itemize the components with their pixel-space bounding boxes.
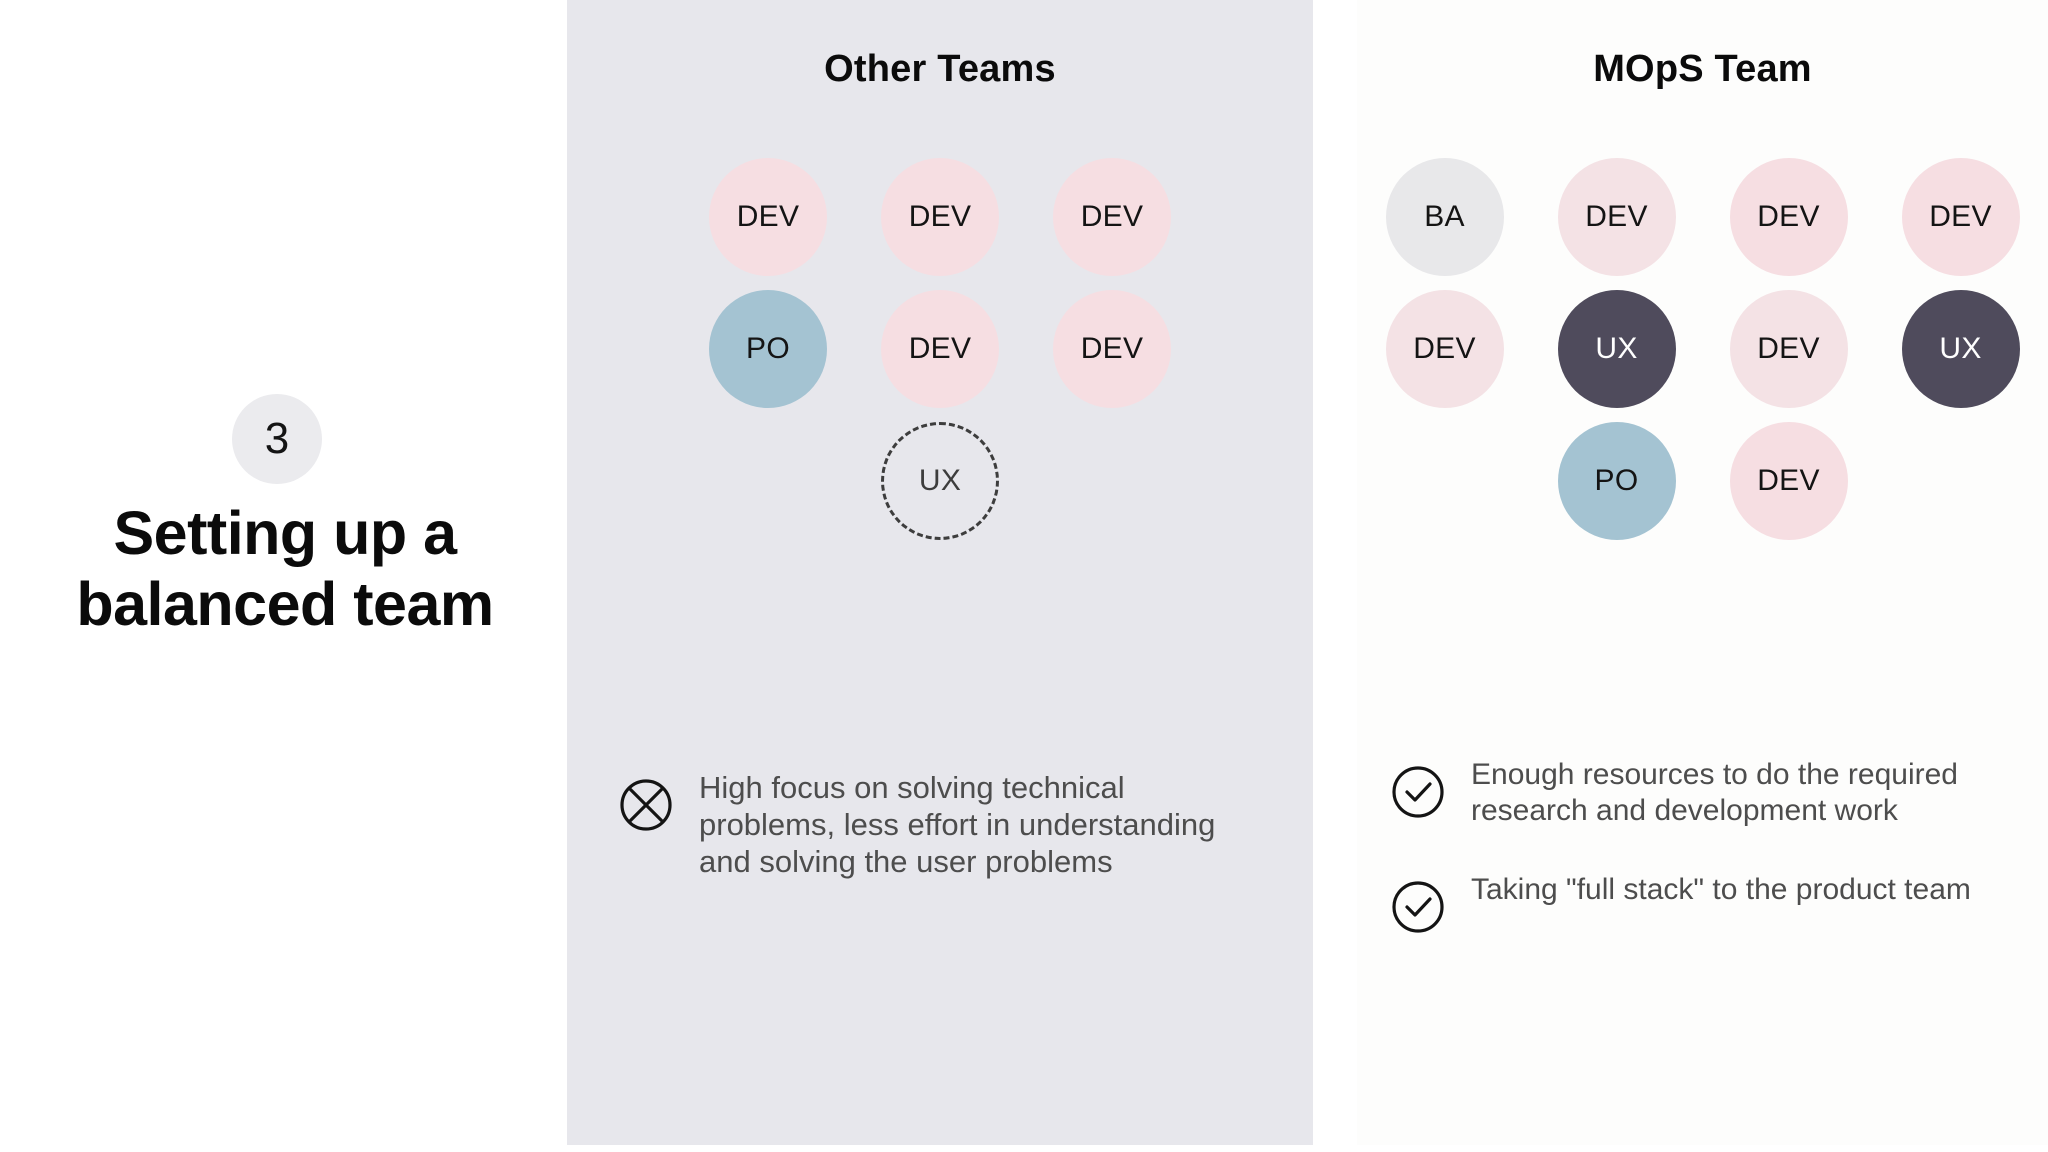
page-title: Setting up a balanced team	[76, 499, 494, 638]
note-text: Enough resources to do the required rese…	[1471, 758, 1958, 827]
role-circle-label: UX	[1939, 332, 1982, 365]
panel-title-other-teams: Other Teams	[824, 48, 1056, 90]
role-circle-po[interactable]: PO	[709, 290, 827, 408]
note-item: Taking "full stack" to the product team	[1357, 872, 2048, 939]
role-circle-label: PO	[1594, 464, 1639, 497]
team-row: BA DEV DEV DEV	[1357, 158, 2048, 276]
role-circle-label: DEV	[1757, 332, 1820, 365]
note-text: High focus on solving technical problems…	[699, 770, 1216, 879]
note-item: High focus on solving technical problems…	[567, 770, 1313, 881]
team-composition-grid-other-teams: DEV DEV DEV PO DEV DEV UX	[567, 158, 1313, 554]
circle-check-icon	[1391, 880, 1445, 939]
role-circle-label: PO	[746, 332, 790, 365]
circle-check-icon	[1391, 765, 1445, 824]
role-circle-label: BA	[1424, 200, 1465, 233]
role-circle-ux[interactable]: UX	[1557, 290, 1676, 408]
role-circle-dev[interactable]: DEV	[1729, 158, 1848, 276]
role-circle-label: DEV	[1757, 200, 1820, 233]
role-circle-label: DEV	[1080, 332, 1144, 365]
step-number-badge: 3	[232, 394, 322, 484]
role-circle-dev[interactable]: DEV	[1053, 158, 1171, 276]
note-text: Taking "full stack" to the product team	[1471, 873, 1971, 907]
circle-cross-icon	[619, 778, 673, 837]
role-circle-po[interactable]: PO	[1557, 422, 1676, 540]
role-circle-label: DEV	[1413, 332, 1476, 365]
role-circle-dev[interactable]: DEV	[709, 158, 827, 276]
team-row: DEV DEV DEV	[567, 158, 1313, 276]
role-circle-label: DEV	[736, 200, 800, 233]
role-circle-label: DEV	[908, 332, 972, 365]
role-circle-label: DEV	[1585, 200, 1648, 233]
role-circle-label: DEV	[908, 200, 972, 233]
panel-other-teams: Other Teams DEV DEV DEV PO DEV DEV	[567, 0, 1313, 1145]
team-row: PO DEV	[1357, 422, 2048, 540]
role-circle-dev[interactable]: DEV	[1729, 290, 1848, 408]
team-row: PO DEV DEV	[567, 290, 1313, 408]
role-circle-dev[interactable]: DEV	[1385, 290, 1504, 408]
role-circle-label: UX	[918, 464, 962, 497]
role-circle-label: DEV	[1757, 464, 1820, 497]
team-composition-grid-mops-team: BA DEV DEV DEV DEV UX DEV UX	[1357, 158, 2048, 554]
panel-title-mops-team: MOpS Team	[1593, 48, 1812, 90]
role-circle-dev[interactable]: DEV	[1729, 422, 1848, 540]
role-circle-ux-missing[interactable]: UX	[881, 422, 999, 540]
title-column: 3 Setting up a balanced team	[0, 0, 567, 1152]
role-circle-ba[interactable]: BA	[1385, 158, 1504, 276]
notes-other-teams: High focus on solving technical problems…	[567, 770, 1313, 925]
notes-mops-team: Enough resources to do the required rese…	[1357, 757, 2048, 983]
note-item: Enough resources to do the required rese…	[1357, 757, 2048, 828]
role-circle-dev[interactable]: DEV	[881, 158, 999, 276]
role-circle-dev[interactable]: DEV	[881, 290, 999, 408]
team-row: UX	[567, 422, 1313, 540]
role-circle-dev[interactable]: DEV	[1901, 158, 2020, 276]
role-circle-ux[interactable]: UX	[1901, 290, 2020, 408]
role-circle-label: DEV	[1080, 200, 1144, 233]
role-circle-dev[interactable]: DEV	[1053, 290, 1171, 408]
panel-mops-team: MOpS Team BA DEV DEV DEV DEV UX	[1357, 0, 2048, 1145]
role-circle-label: UX	[1595, 332, 1638, 365]
role-circle-label: DEV	[1929, 200, 1992, 233]
step-number-value: 3	[264, 414, 290, 463]
team-row: DEV UX DEV UX	[1357, 290, 2048, 408]
role-circle-dev[interactable]: DEV	[1557, 158, 1676, 276]
